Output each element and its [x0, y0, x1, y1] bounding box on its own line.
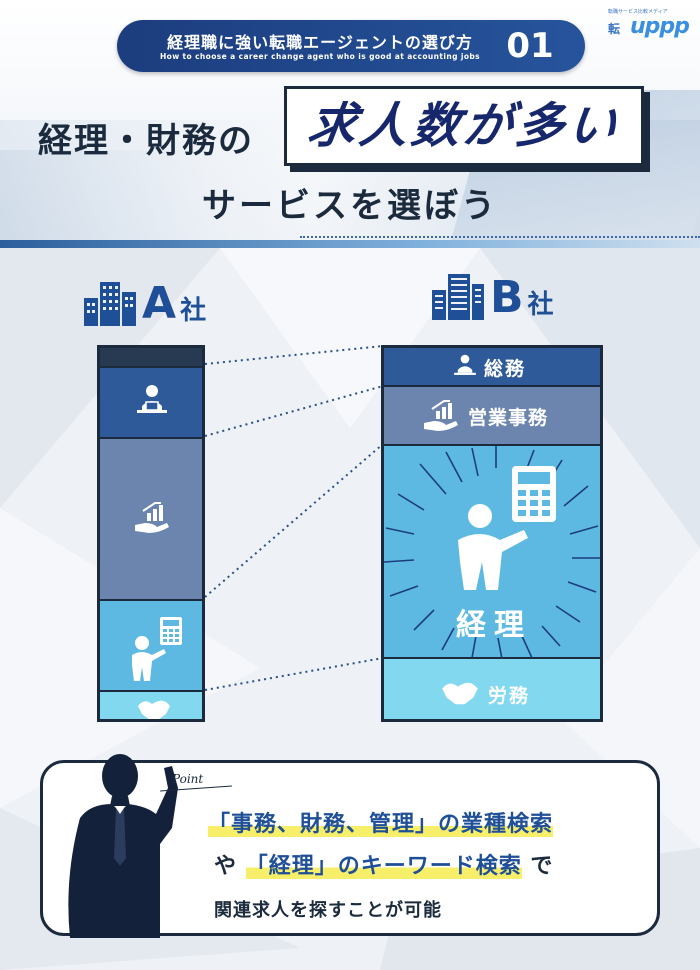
- company-a-segment-top: [100, 348, 202, 368]
- company-a-letter: A: [142, 278, 177, 329]
- logo-tagline: 転職サービス比較メディア: [608, 9, 668, 15]
- desk-worker-icon: [454, 354, 476, 375]
- point-line-3: 関連求人を探すことが可能: [214, 900, 442, 921]
- company-b-suffix: 社: [527, 290, 554, 320]
- company-b-segment-sales-office: 営業事務: [384, 387, 600, 446]
- series-title: 経理職に強い転職エージェントの選び方: [167, 33, 473, 52]
- headline-bottom: サービスを選ぼう: [202, 186, 498, 226]
- handshake-icon: [138, 700, 170, 719]
- company-a-label: A 社: [84, 278, 206, 326]
- series-subtitle: How to choose a career change agent who …: [159, 52, 481, 61]
- segment-label-general-affairs: 総務: [484, 358, 527, 380]
- company-a-segment-sales-office: [100, 439, 202, 601]
- company-a-segment-general-affairs: [100, 368, 202, 439]
- company-b-segment-labor: 労務: [384, 659, 600, 719]
- company-a-segment-labor: [100, 692, 202, 719]
- logo-mark: 転: [608, 22, 621, 36]
- company-b-column: 総務 営業事務: [381, 345, 603, 722]
- series-title-pill: [117, 20, 585, 72]
- logo-name: uppp: [630, 14, 690, 39]
- point-line-2-suffix: で: [530, 854, 554, 879]
- company-b-segment-accounting: 経理: [384, 446, 600, 659]
- building-icon: [84, 282, 136, 326]
- point-line-1: 「事務、財務、管理」の業種検索: [208, 806, 554, 838]
- headline-left: 経理・財務の: [38, 121, 254, 161]
- growth-hand-icon: [424, 400, 458, 431]
- segment-label-accounting: 経理: [456, 608, 532, 643]
- desk-worker-icon: [137, 385, 167, 413]
- growth-hand-icon: [135, 502, 169, 533]
- company-a-suffix: 社: [180, 296, 207, 326]
- accountant-icon: [458, 466, 556, 590]
- building-icon: [432, 274, 484, 320]
- company-a-segment-accounting: [100, 601, 202, 692]
- handshake-icon: [442, 682, 478, 705]
- header-divider-dots: [300, 236, 700, 238]
- segment-label-labor: 労務: [488, 685, 531, 707]
- company-a-column: [97, 345, 205, 722]
- company-b-letter: B: [490, 272, 524, 323]
- header-divider: [0, 240, 700, 248]
- headline-box: 求人数が多い: [284, 86, 644, 166]
- emphasis-rays: [384, 446, 600, 659]
- point-label: Point: [172, 772, 204, 786]
- point-line-2-highlight: 「経理」のキーワード検索: [245, 854, 522, 879]
- point-line-2: や 「経理」のキーワード検索 で: [214, 848, 553, 880]
- point-line-2-prefix: や: [214, 854, 238, 879]
- series-number: 01: [506, 26, 554, 66]
- accountant-icon: [132, 617, 182, 681]
- point-line-1-highlight: 「事務、財務、管理」の業種検索: [208, 812, 554, 837]
- company-b-segment-general-affairs: 総務: [384, 348, 600, 387]
- businessman-silhouette: [68, 754, 178, 938]
- company-b-label: B 社: [432, 272, 554, 320]
- site-logo[interactable]: 転職サービス比較メディア 転 uppp: [608, 8, 696, 48]
- segment-label-sales-office: 営業事務: [468, 407, 549, 429]
